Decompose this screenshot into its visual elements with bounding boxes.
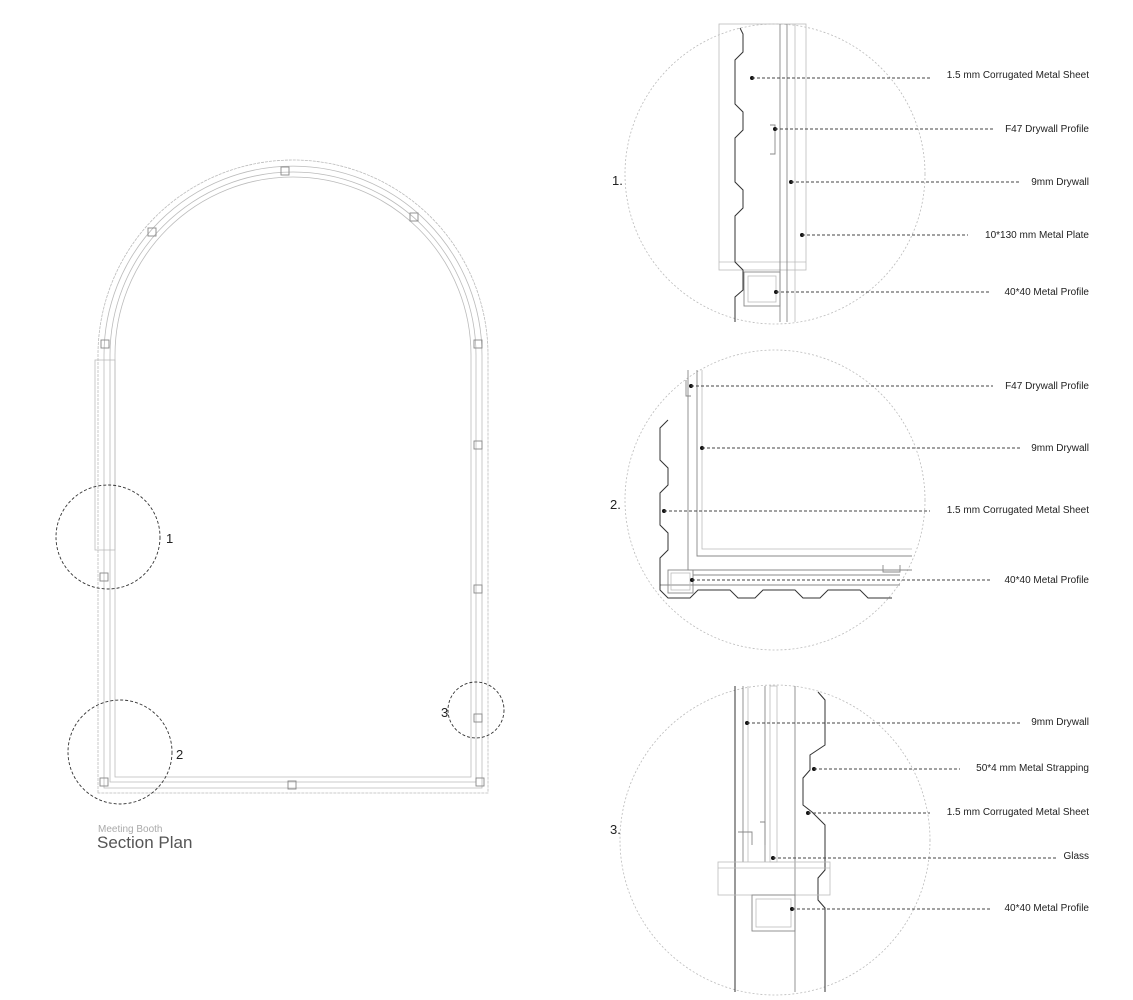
plan-profiles: [99, 166, 485, 790]
detail-1-callouts: [750, 76, 1020, 294]
plan-detail-marker-3[interactable]: [447, 681, 505, 739]
plan-marker-label-3: 3: [441, 705, 448, 720]
detail-2-callouts: [662, 384, 1020, 582]
callout-label: 9mm Drywall: [1031, 177, 1089, 188]
plan-marker-label-1: 1: [166, 531, 173, 546]
callout-label: 1.5 mm Corrugated Metal Sheet: [947, 70, 1090, 81]
callout-label: 9mm Drywall: [1031, 443, 1089, 454]
callout-label: 10*130 mm Metal Plate: [985, 230, 1089, 241]
plan-glass-panel: [94, 359, 116, 551]
detail-2: 2. F47 Drywall Profile 9mm Drywall 1.5 m…: [610, 349, 1090, 651]
section-plan: 1 2 3 Meeting Booth Section Plan: [55, 159, 505, 852]
plan-detail-marker-2[interactable]: [67, 699, 173, 805]
callout-label: 40*40 Metal Profile: [1005, 287, 1090, 298]
detail-1: 1. 1.5 mm Corrugated Metal Sheet F47 Dry…: [612, 23, 1090, 325]
detail-3: 3. 9mm Drywall 50*4 mm Metal Strapping 1…: [610, 684, 1090, 996]
callout-label: 1.5 mm Corrugated Metal Sheet: [947, 807, 1090, 818]
callout-label: 50*4 mm Metal Strapping: [976, 763, 1089, 774]
detail-3-number: 3.: [610, 822, 621, 837]
detail-1-number: 1.: [612, 173, 623, 188]
detail-2-number: 2.: [610, 497, 621, 512]
callout-label: F47 Drywall Profile: [1005, 381, 1089, 392]
plan-mid-wall: [109, 171, 477, 783]
plan-outer-corrugated-outline: [97, 159, 489, 794]
plan-marker-label-2: 2: [176, 747, 183, 762]
caption-subtitle: Meeting Booth: [98, 824, 163, 835]
callout-label: Glass: [1063, 851, 1089, 862]
callout-label: 40*40 Metal Profile: [1005, 903, 1090, 914]
callout-label: 40*40 Metal Profile: [1005, 575, 1090, 586]
detail-3-callouts: [745, 721, 1057, 911]
plan-detail-marker-1[interactable]: [55, 484, 161, 590]
caption-title: Section Plan: [97, 833, 192, 852]
callout-label: 1.5 mm Corrugated Metal Sheet: [947, 505, 1090, 516]
plan-outer-wall: [103, 165, 483, 789]
callout-label: F47 Drywall Profile: [1005, 124, 1089, 135]
plan-inner-wall: [114, 176, 472, 778]
callout-label: 9mm Drywall: [1031, 717, 1089, 728]
